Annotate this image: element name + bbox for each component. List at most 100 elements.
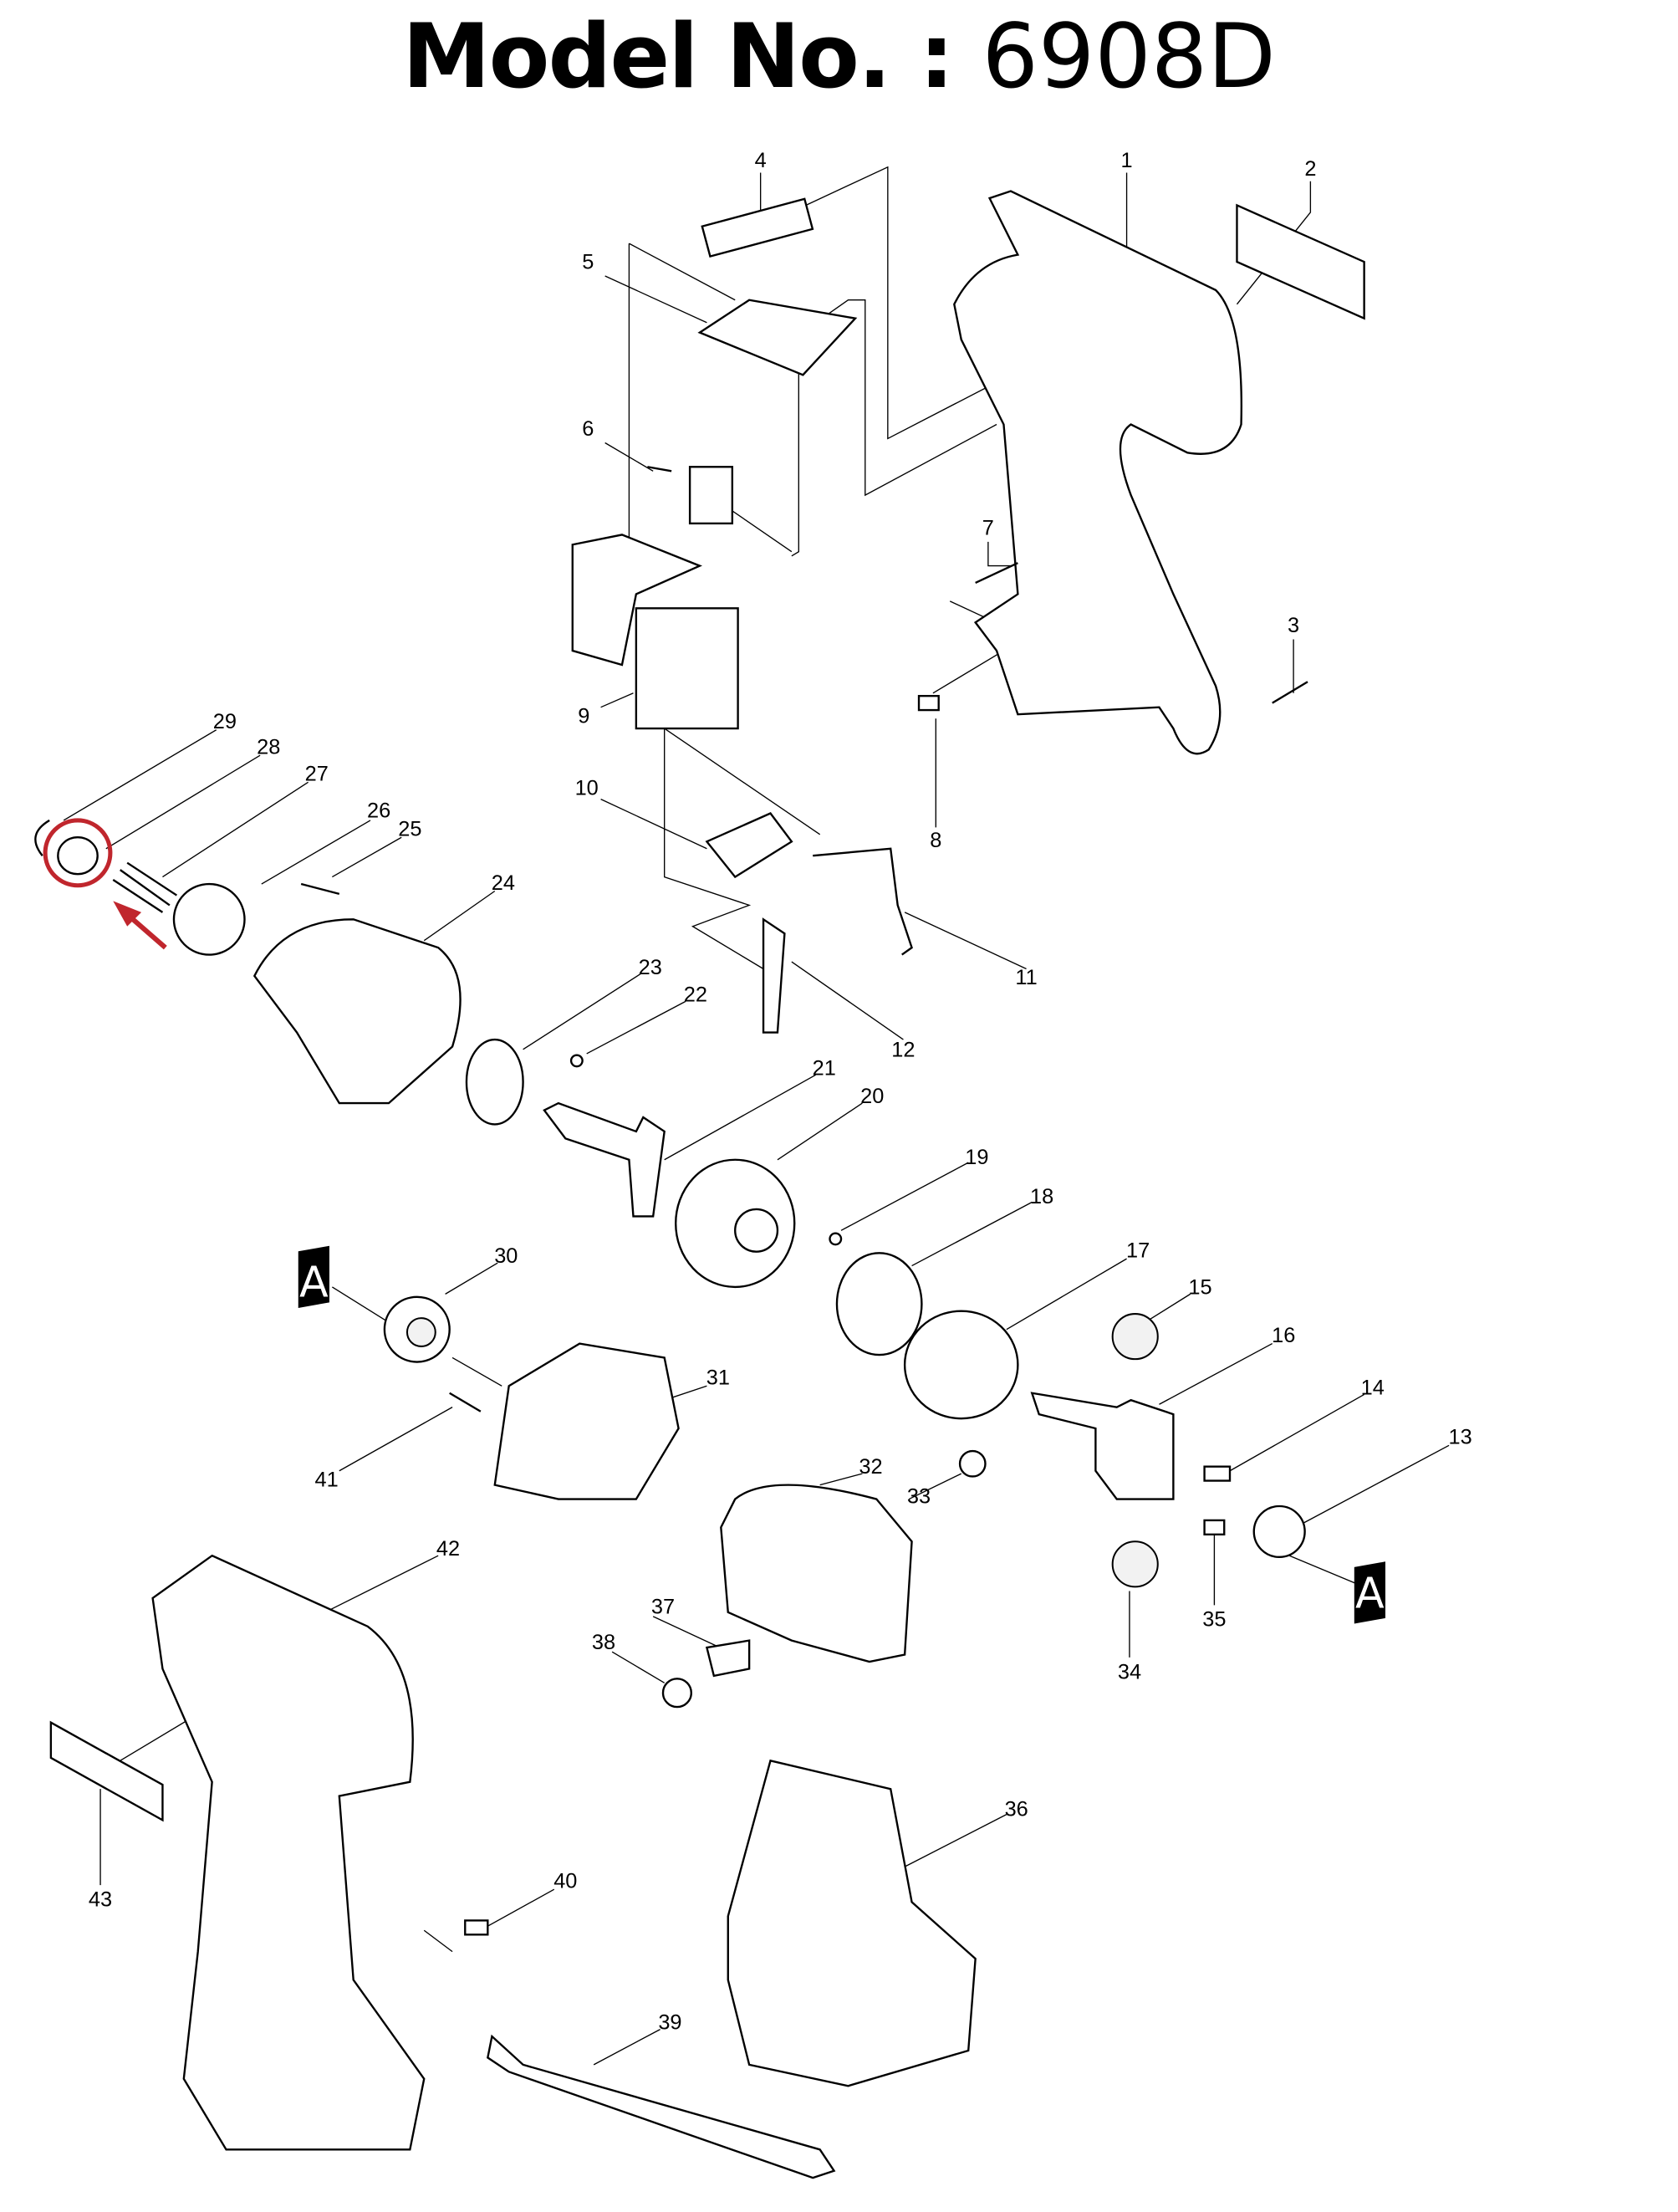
ring-29	[34, 819, 50, 856]
ball-19	[829, 1232, 843, 1246]
terminal-12	[762, 917, 786, 1034]
anvil-21	[543, 1101, 666, 1218]
part-label: 19	[965, 1146, 988, 1169]
ball-33	[958, 1449, 987, 1478]
part-label: 11	[1015, 966, 1037, 989]
motor-32	[720, 1484, 913, 1663]
part-label: 37	[651, 1596, 675, 1619]
part-label: 7	[982, 516, 994, 539]
part-label: 9	[578, 704, 589, 728]
part-label: 20	[860, 1085, 884, 1108]
hammer-bore-20	[734, 1208, 779, 1253]
part-shapes	[34, 190, 1365, 2179]
pin-8	[917, 694, 940, 712]
screw-25	[300, 882, 340, 896]
part-label: 1	[1121, 149, 1133, 172]
terminal-6	[688, 466, 734, 525]
marker-a-left	[298, 1245, 329, 1308]
part-label: 6	[582, 417, 594, 441]
part-label: 43	[89, 1888, 112, 1912]
part-label: 31	[706, 1367, 730, 1390]
screw-6	[647, 466, 672, 473]
brush-holder-10	[705, 812, 793, 879]
part-label: 29	[213, 710, 237, 733]
highlight-circle	[43, 818, 113, 888]
model-separator: :	[890, 5, 982, 108]
part-label: 39	[658, 2011, 681, 2035]
part-label: 35	[1202, 1608, 1226, 1632]
battery-36	[727, 1759, 977, 2087]
brush-37	[705, 1639, 751, 1678]
section-markers: A A	[298, 1245, 1386, 1624]
sleeve-26	[172, 882, 246, 956]
part-label: 33	[907, 1485, 931, 1509]
washer-13	[1252, 1504, 1306, 1559]
pin-40	[464, 1919, 489, 1936]
screw-3	[1272, 681, 1308, 704]
part-label: 14	[1361, 1376, 1385, 1399]
gear-housing-31	[493, 1342, 680, 1500]
part-label: 23	[639, 956, 662, 979]
part-label: 13	[1449, 1426, 1472, 1449]
part-label: 42	[436, 1537, 460, 1561]
plate-5	[697, 299, 858, 376]
part-label: 12	[891, 1038, 915, 1061]
marker-a-right-text: A	[1355, 1569, 1385, 1618]
part-label: 28	[257, 735, 280, 759]
housing-42	[151, 1554, 426, 2151]
marker-a-left-text: A	[299, 1258, 329, 1307]
strap-39	[487, 2034, 836, 2179]
model-label: Model No.	[402, 5, 891, 108]
switch-9	[571, 534, 702, 667]
part-label: 38	[592, 1631, 615, 1654]
part-label: 5	[582, 251, 594, 274]
part-label: 2	[1304, 157, 1316, 181]
hammer-20	[675, 1158, 796, 1289]
part-label: 18	[1030, 1185, 1053, 1208]
marker-a-right	[1354, 1561, 1386, 1624]
spring-27	[112, 861, 178, 913]
gear-15	[1111, 1313, 1159, 1361]
model-title: Model No. : 6908D	[0, 5, 1678, 108]
part-label: 30	[494, 1244, 518, 1268]
ring-17	[903, 1310, 1019, 1420]
bearing-inner-30	[405, 1317, 436, 1347]
part-label: 21	[813, 1056, 836, 1080]
part-label: 15	[1188, 1275, 1211, 1299]
part-label: 3	[1288, 614, 1299, 637]
pin-35	[1203, 1519, 1226, 1536]
ring-18	[835, 1252, 923, 1356]
part-label: 27	[305, 763, 329, 786]
washer-23	[465, 1038, 524, 1126]
part-label: 10	[575, 777, 599, 800]
part-label: 40	[553, 1870, 577, 1893]
highlight-marker	[43, 818, 167, 950]
part-label: 22	[684, 983, 707, 1006]
part-label: 4	[755, 149, 767, 172]
part-labels: 1 2 3 4 5 6 7 8 9 10 11 12 13 14 15 16 1…	[89, 149, 1472, 2035]
pin-14	[1203, 1465, 1232, 1482]
model-number: 6908D	[982, 5, 1276, 108]
part-label: 25	[398, 818, 421, 841]
ball-22	[569, 1054, 584, 1068]
housing-half	[953, 190, 1243, 755]
gear-34	[1111, 1540, 1159, 1588]
part-label: 36	[1005, 1797, 1028, 1821]
hammer-case-24	[252, 918, 462, 1105]
part-label: 41	[314, 1468, 338, 1491]
part-label: 34	[1118, 1660, 1141, 1683]
label-plate-43	[49, 1720, 164, 1822]
part-label: 16	[1272, 1324, 1295, 1347]
part-label: 8	[930, 829, 941, 852]
leader-lines	[63, 166, 1450, 2066]
terminal-11	[813, 847, 913, 956]
label-plate-2	[1236, 203, 1365, 320]
highlight-arrowhead	[113, 901, 142, 927]
button-4	[701, 197, 814, 258]
switch-body-9	[635, 607, 739, 730]
part-label: 17	[1126, 1239, 1150, 1262]
screw-7	[975, 562, 1018, 584]
screw-41	[449, 1392, 482, 1413]
spindle-16	[1030, 1392, 1175, 1500]
